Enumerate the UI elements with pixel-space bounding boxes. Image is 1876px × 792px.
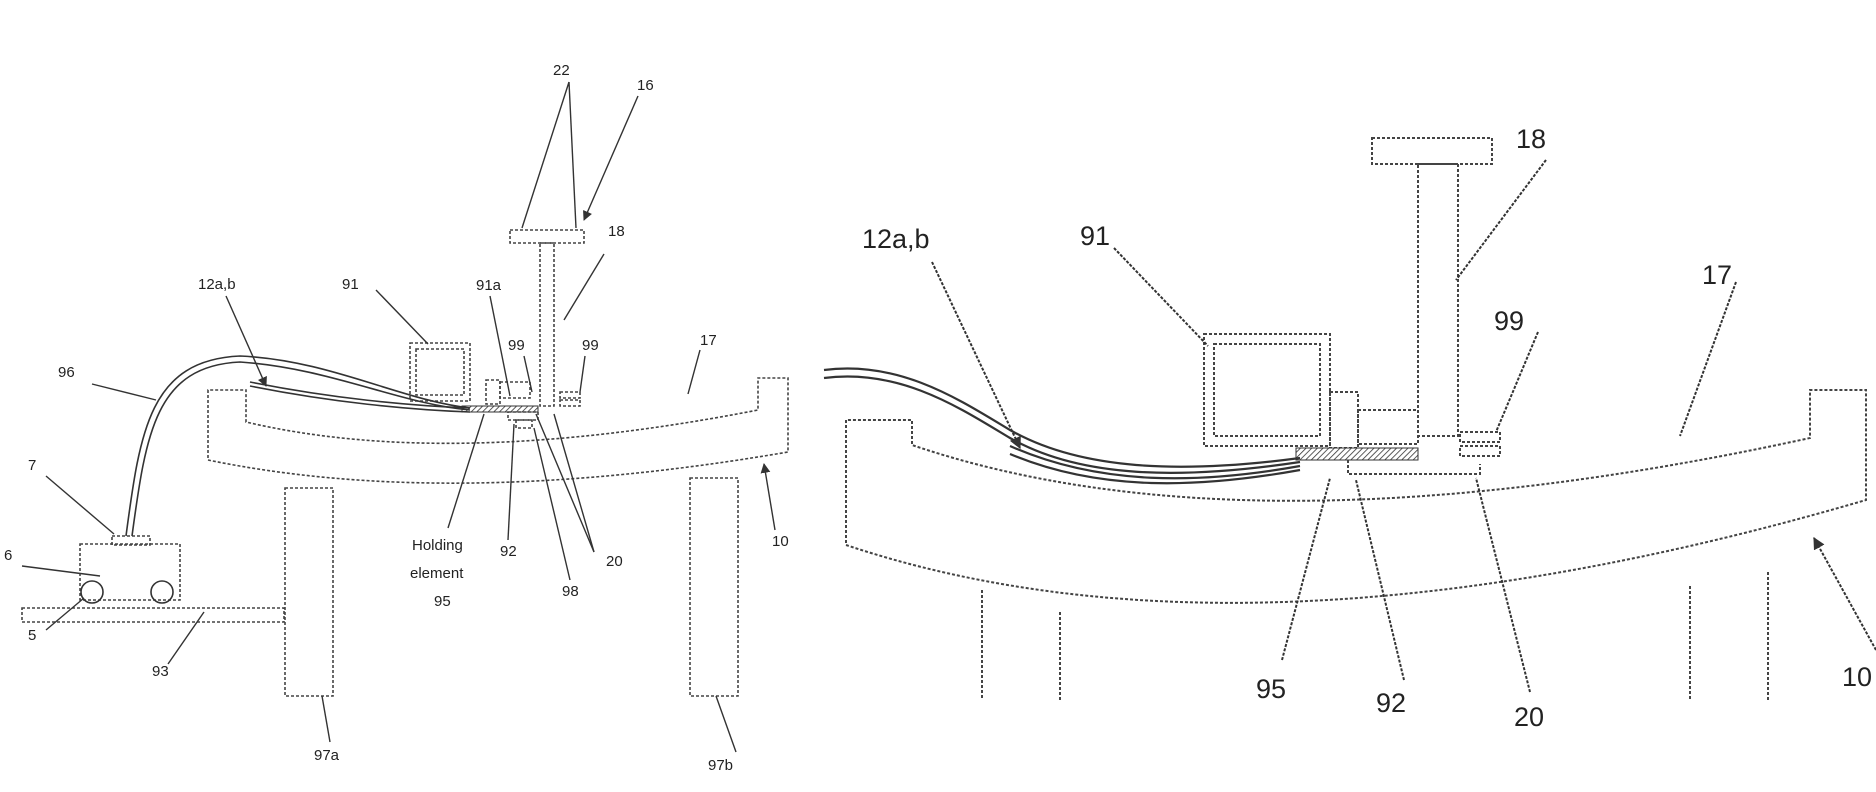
label-91a: 91a <box>476 277 502 294</box>
right-curved-body-10 <box>846 390 1866 603</box>
right-legs <box>982 572 1768 700</box>
label-16: 16 <box>637 77 654 94</box>
right-cables-12ab <box>824 368 1300 483</box>
label-18: 18 <box>608 223 625 240</box>
label-92: 92 <box>500 543 517 560</box>
cable-96 <box>126 356 470 536</box>
right-label-17: 17 <box>1702 260 1732 290</box>
label-5: 5 <box>28 627 36 644</box>
leg-97a <box>285 488 333 696</box>
label-91: 91 <box>342 276 359 293</box>
right-label-10: 10 <box>1842 662 1872 692</box>
holding-element-line1: Holding <box>412 537 463 554</box>
right-label-92: 92 <box>1376 688 1406 718</box>
carriage-6 <box>80 536 180 603</box>
label-17: 17 <box>700 332 717 349</box>
label-97a: 97a <box>314 747 340 764</box>
right-view: 12a,b 91 18 17 99 95 92 20 10 <box>824 124 1876 732</box>
left-view: 22 16 18 12a,b 91 91a 99 99 17 96 7 6 5 … <box>4 62 789 774</box>
label-22: 22 <box>553 62 570 79</box>
right-label-95: 95 <box>1256 674 1286 704</box>
leg-97b <box>690 478 738 696</box>
right-label-18: 18 <box>1516 124 1546 154</box>
holding-element-95 <box>462 406 538 428</box>
label-99-right: 99 <box>582 337 599 354</box>
holding-element-line2: element <box>410 565 464 582</box>
holding-element-number: 95 <box>434 593 451 610</box>
left-leader-lines <box>22 82 775 752</box>
t-profile-18 <box>510 230 584 406</box>
right-label-99: 99 <box>1494 306 1524 336</box>
label-99-left: 99 <box>508 337 525 354</box>
rail-93 <box>22 608 284 622</box>
right-label-91: 91 <box>1080 221 1110 251</box>
label-20: 20 <box>606 553 623 570</box>
label-97b: 97b <box>708 757 733 774</box>
right-label-12ab: 12a,b <box>862 224 930 254</box>
right-t-profile-18 <box>1372 138 1500 456</box>
label-6: 6 <box>4 547 12 564</box>
label-93: 93 <box>152 663 169 680</box>
label-10: 10 <box>772 533 789 550</box>
label-98: 98 <box>562 583 579 600</box>
right-leader-lines <box>932 160 1876 692</box>
right-label-20: 20 <box>1514 702 1544 732</box>
right-component-91 <box>1204 334 1418 448</box>
label-12ab: 12a,b <box>198 276 236 293</box>
label-96: 96 <box>58 364 75 381</box>
label-7: 7 <box>28 457 36 474</box>
right-holding-element-95 <box>1296 448 1480 474</box>
